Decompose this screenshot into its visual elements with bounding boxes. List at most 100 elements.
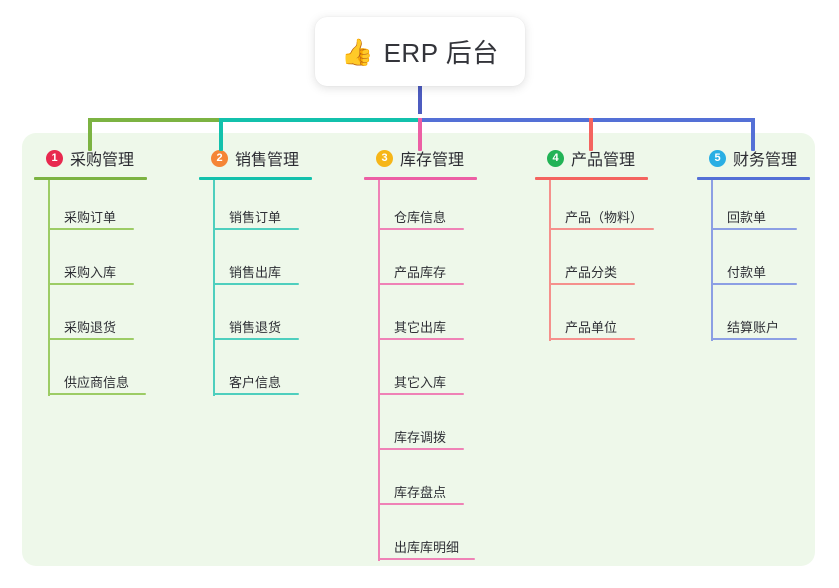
item-label: 其它出库	[394, 320, 447, 335]
list-item[interactable]: 采购入库	[34, 235, 184, 290]
list-item[interactable]: 销售出库	[199, 235, 349, 290]
root-node-card[interactable]: 👍 ERP 后台	[315, 17, 525, 86]
branch-column-1: 1 采购管理 采购订单 采购入库 采购退货 供应商信息	[34, 146, 184, 400]
item-rule	[549, 338, 635, 340]
item-label: 销售订单	[229, 210, 282, 225]
branch-spine-5	[711, 180, 713, 341]
item-rule	[213, 338, 299, 340]
branch-title-4: 产品管理	[571, 152, 636, 169]
branch-items-3: 仓库信息 产品库存 其它出库 其它入库 库存调拨 库存盘点	[364, 180, 524, 565]
item-rule	[549, 228, 654, 230]
item-label: 产品单位	[565, 320, 618, 335]
branch-badge-2: 2	[211, 149, 228, 167]
list-item[interactable]: 库存盘点	[364, 455, 524, 510]
list-item[interactable]: 结算账户	[697, 290, 839, 345]
branch-spine-2	[213, 180, 215, 396]
branch-column-4: 4 产品管理 产品（物料） 产品分类 产品单位	[535, 146, 695, 345]
item-label: 仓库信息	[394, 210, 447, 225]
item-label: 客户信息	[229, 375, 282, 390]
item-label: 库存盘点	[394, 485, 447, 500]
list-item[interactable]: 产品单位	[535, 290, 695, 345]
list-item[interactable]: 采购订单	[34, 180, 184, 235]
root-stem-connector	[418, 80, 422, 114]
list-item[interactable]: 库存调拨	[364, 400, 524, 455]
branch-header-1[interactable]: 1 采购管理	[34, 146, 184, 170]
item-rule	[378, 448, 464, 450]
page-title: ERP 后台	[383, 38, 499, 68]
branch-header-5[interactable]: 5 财务管理	[697, 146, 839, 170]
branch-title-1: 采购管理	[70, 152, 135, 169]
item-rule	[213, 283, 299, 285]
thumbs-up-icon: 👍	[341, 36, 374, 67]
item-label: 结算账户	[727, 320, 780, 335]
list-item[interactable]: 仓库信息	[364, 180, 524, 235]
list-item[interactable]: 销售订单	[199, 180, 349, 235]
item-label: 采购入库	[64, 265, 117, 280]
connector-drop-1	[88, 118, 92, 151]
branch-badge-3: 3	[376, 149, 393, 167]
list-item[interactable]: 产品分类	[535, 235, 695, 290]
branch-header-3[interactable]: 3 库存管理	[364, 146, 524, 170]
item-label: 付款单	[727, 265, 767, 280]
branch-badge-5: 5	[709, 149, 726, 167]
item-rule	[48, 283, 134, 285]
connector-bar-green	[88, 118, 219, 122]
branch-title-5: 财务管理	[733, 152, 798, 169]
item-label: 采购订单	[64, 210, 117, 225]
list-item[interactable]: 付款单	[697, 235, 839, 290]
branch-items-4: 产品（物料） 产品分类 产品单位	[535, 180, 695, 345]
item-rule	[48, 393, 146, 395]
item-label: 销售退货	[229, 320, 282, 335]
list-item[interactable]: 采购退货	[34, 290, 184, 345]
branch-spine-3	[378, 180, 380, 561]
branch-spine-1	[48, 180, 50, 396]
branch-underline-4	[535, 177, 648, 180]
list-item[interactable]: 销售退货	[199, 290, 349, 345]
branch-underline-5	[697, 177, 810, 180]
branch-underline-2	[199, 177, 312, 180]
branch-column-5: 5 财务管理 回款单 付款单 结算账户	[697, 146, 839, 345]
item-rule	[378, 503, 464, 505]
list-item[interactable]: 客户信息	[199, 345, 349, 400]
branch-underline-1	[34, 177, 147, 180]
item-label: 销售出库	[229, 265, 282, 280]
branch-badge-4: 4	[547, 149, 564, 167]
connector-drop-4	[589, 118, 593, 151]
branch-items-2: 销售订单 销售出库 销售退货 客户信息	[199, 180, 349, 400]
item-rule	[378, 393, 464, 395]
list-item[interactable]: 产品（物料）	[535, 180, 695, 235]
item-rule	[378, 228, 464, 230]
branch-column-2: 2 销售管理 销售订单 销售出库 销售退货 客户信息	[199, 146, 349, 400]
diagram-panel	[22, 133, 815, 566]
list-item[interactable]: 回款单	[697, 180, 839, 235]
item-label: 其它入库	[394, 375, 447, 390]
item-label: 出库库明细	[394, 540, 460, 555]
item-label: 采购退货	[64, 320, 117, 335]
item-label: 库存调拨	[394, 430, 447, 445]
branch-spine-4	[549, 180, 551, 341]
connector-drop-2	[219, 118, 223, 151]
connector-bar-blue	[418, 118, 755, 122]
item-rule	[48, 228, 134, 230]
list-item[interactable]: 出库库明细	[364, 510, 524, 565]
item-rule	[711, 283, 797, 285]
branch-underline-3	[364, 177, 477, 180]
item-rule	[213, 228, 299, 230]
item-rule	[711, 338, 797, 340]
item-label: 产品（物料）	[565, 210, 644, 225]
branch-header-4[interactable]: 4 产品管理	[535, 146, 695, 170]
list-item[interactable]: 其它入库	[364, 345, 524, 400]
item-rule	[378, 283, 464, 285]
branch-items-1: 采购订单 采购入库 采购退货 供应商信息	[34, 180, 184, 400]
branch-header-2[interactable]: 2 销售管理	[199, 146, 349, 170]
item-rule	[549, 283, 635, 285]
branch-title-2: 销售管理	[235, 152, 300, 169]
item-rule	[378, 338, 464, 340]
branch-badge-1: 1	[46, 149, 63, 167]
item-label: 回款单	[727, 210, 767, 225]
list-item[interactable]: 产品库存	[364, 235, 524, 290]
list-item[interactable]: 供应商信息	[34, 345, 184, 400]
list-item[interactable]: 其它出库	[364, 290, 524, 345]
item-label: 供应商信息	[64, 375, 130, 390]
